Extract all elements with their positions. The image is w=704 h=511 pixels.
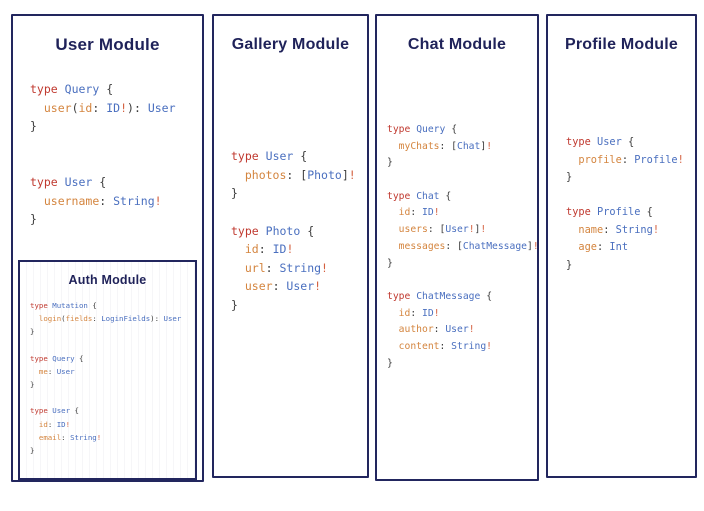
- schema-code-user: type Query { user(id: ID!): User} type U…: [30, 80, 202, 229]
- code-line: type Photo {: [231, 223, 315, 238]
- code-line: }: [387, 357, 393, 369]
- code-line: id: ID!: [38, 419, 71, 429]
- code-line: id: ID!: [244, 242, 294, 257]
- code-line: type Query {: [387, 124, 458, 135]
- code-line: [30, 391, 195, 404]
- code-line: }: [30, 445, 35, 455]
- code-line: [566, 187, 695, 205]
- code-line: me: User: [38, 366, 75, 376]
- code-line: id: ID!: [398, 207, 440, 219]
- code-line: user: User!: [244, 279, 322, 294]
- code-line: author: User!: [398, 324, 475, 336]
- code-line: user(id: ID!): User: [43, 100, 176, 115]
- code-line: name: String!: [578, 223, 660, 236]
- schema-code-chat: type Query { myChats: [Chat]!} type Chat…: [387, 122, 539, 372]
- panel-title-profile: Profile Module: [564, 36, 679, 53]
- code-line: }: [387, 157, 393, 169]
- code-line: [387, 172, 537, 189]
- code-line: type Query {: [30, 353, 84, 363]
- code-line: type User {: [566, 136, 635, 148]
- panel-title-auth: Auth Module: [68, 273, 147, 287]
- code-line: type Mutation {: [30, 301, 97, 310]
- code-line: email: String!: [38, 432, 102, 442]
- code-line: id: ID!: [398, 307, 440, 319]
- code-line: type User {: [30, 406, 79, 416]
- code-line: photos: [Photo]!: [244, 167, 356, 182]
- schema-code-auth: type Mutation { login(fields: LoginField…: [30, 299, 195, 457]
- code-line: [30, 155, 202, 174]
- module-panel-auth[interactable]: Auth Module type Mutation { login(fields…: [18, 260, 197, 480]
- module-panel-gallery[interactable]: Gallery Module type User { photos: [Phot…: [212, 14, 369, 478]
- code-line: profile: Profile!: [578, 153, 684, 166]
- code-line: }: [566, 258, 573, 271]
- code-line: }: [231, 298, 238, 312]
- code-line: [387, 272, 537, 289]
- code-line: login(fields: LoginFields): User: [38, 314, 182, 324]
- module-panel-user[interactable]: User Module type Query { user(id: ID!): …: [11, 14, 204, 482]
- code-line: }: [30, 327, 35, 337]
- code-line: }: [231, 186, 238, 201]
- code-line: content: String!: [398, 340, 493, 352]
- code-line: [30, 339, 195, 352]
- panel-title-user: User Module: [55, 35, 160, 54]
- panel-title-chat: Chat Module: [407, 36, 507, 53]
- code-line: }: [30, 212, 37, 227]
- code-line: users: [User!]!: [398, 224, 487, 236]
- code-line: type Query {: [30, 82, 114, 96]
- code-line: type User {: [30, 175, 107, 190]
- code-line: messages: [ChatMessage]!: [398, 240, 539, 252]
- code-line: url: String!: [244, 260, 328, 275]
- module-panel-chat[interactable]: Chat Module type Query { myChats: [Chat]…: [375, 14, 539, 481]
- schema-code-profile: type User { profile: Profile!} type Prof…: [566, 134, 695, 274]
- code-line: }: [30, 380, 35, 390]
- code-line: type Profile {: [566, 206, 653, 218]
- schema-code-gallery: type User { photos: [Photo]!} type Photo…: [231, 147, 367, 315]
- code-line: }: [387, 257, 393, 269]
- code-line: [231, 203, 367, 222]
- code-line: }: [30, 119, 37, 134]
- code-line: }: [566, 171, 573, 183]
- code-line: type Chat {: [387, 190, 452, 202]
- code-line: [30, 136, 202, 155]
- code-line: age: Int: [578, 241, 629, 253]
- code-line: type ChatMessage {: [387, 290, 493, 302]
- module-panel-profile[interactable]: Profile Module type User { profile: Prof…: [546, 14, 697, 478]
- code-line: myChats: [Chat]!: [398, 140, 493, 152]
- panel-title-gallery: Gallery Module: [231, 36, 350, 53]
- code-line: type User {: [231, 149, 308, 163]
- code-line: username: String!: [43, 193, 162, 208]
